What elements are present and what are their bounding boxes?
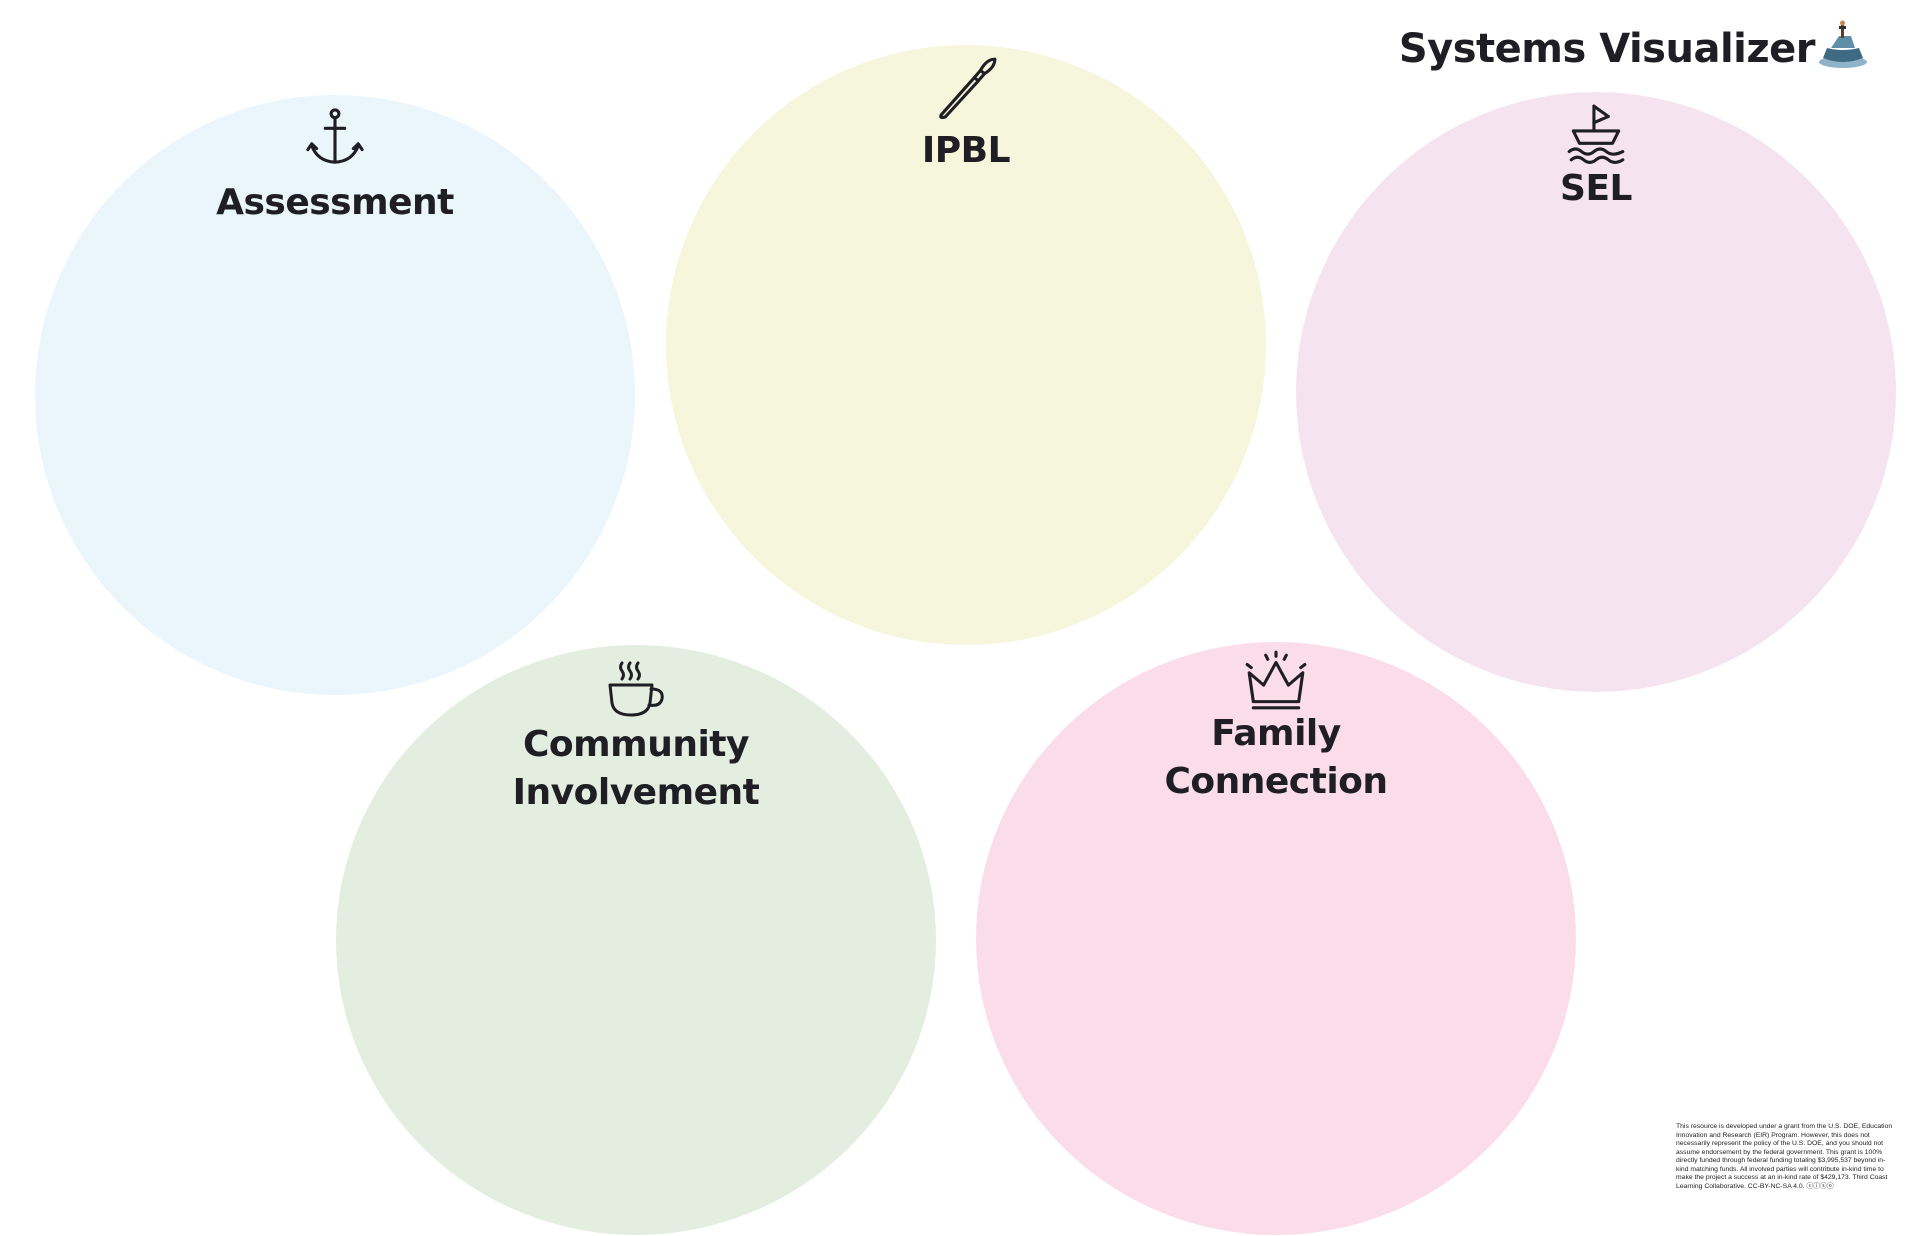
family-label-line-2: Connection [1164,761,1388,802]
assessment-circle: Assessment [35,95,635,695]
community-label-line-1: Community [523,724,749,765]
ipbl-label-line: IPBL [921,130,1011,171]
sel-circle: SEL [1296,92,1896,692]
crown-icon [1245,650,1307,710]
paintbrush-icon [939,57,997,120]
coffee-cup-icon [608,661,664,717]
ipbl-circle: IPBL [666,45,1266,645]
assessment-label: Assessment [35,179,635,227]
family-connection-label: Family Connection [976,710,1576,806]
community-involvement-label: Community Involvement [336,721,936,817]
ship-icon [1819,20,1867,68]
sel-label: SEL [1296,165,1896,213]
community-involvement-circle: Community Involvement [336,645,936,1235]
sailboat-icon [1567,104,1625,164]
family-connection-circle: Family Connection [976,642,1576,1235]
anchor-icon [306,108,364,164]
ipbl-label: IPBL [666,127,1266,175]
grant-disclaimer: This resource is developed under a grant… [1676,1123,1893,1190]
family-label-line-1: Family [1211,713,1341,754]
sel-label-line: SEL [1560,168,1632,209]
assessment-label-line: Assessment [216,182,454,223]
page-title: Systems Visualizer [1398,26,1816,72]
community-label-line-2: Involvement [512,772,760,813]
